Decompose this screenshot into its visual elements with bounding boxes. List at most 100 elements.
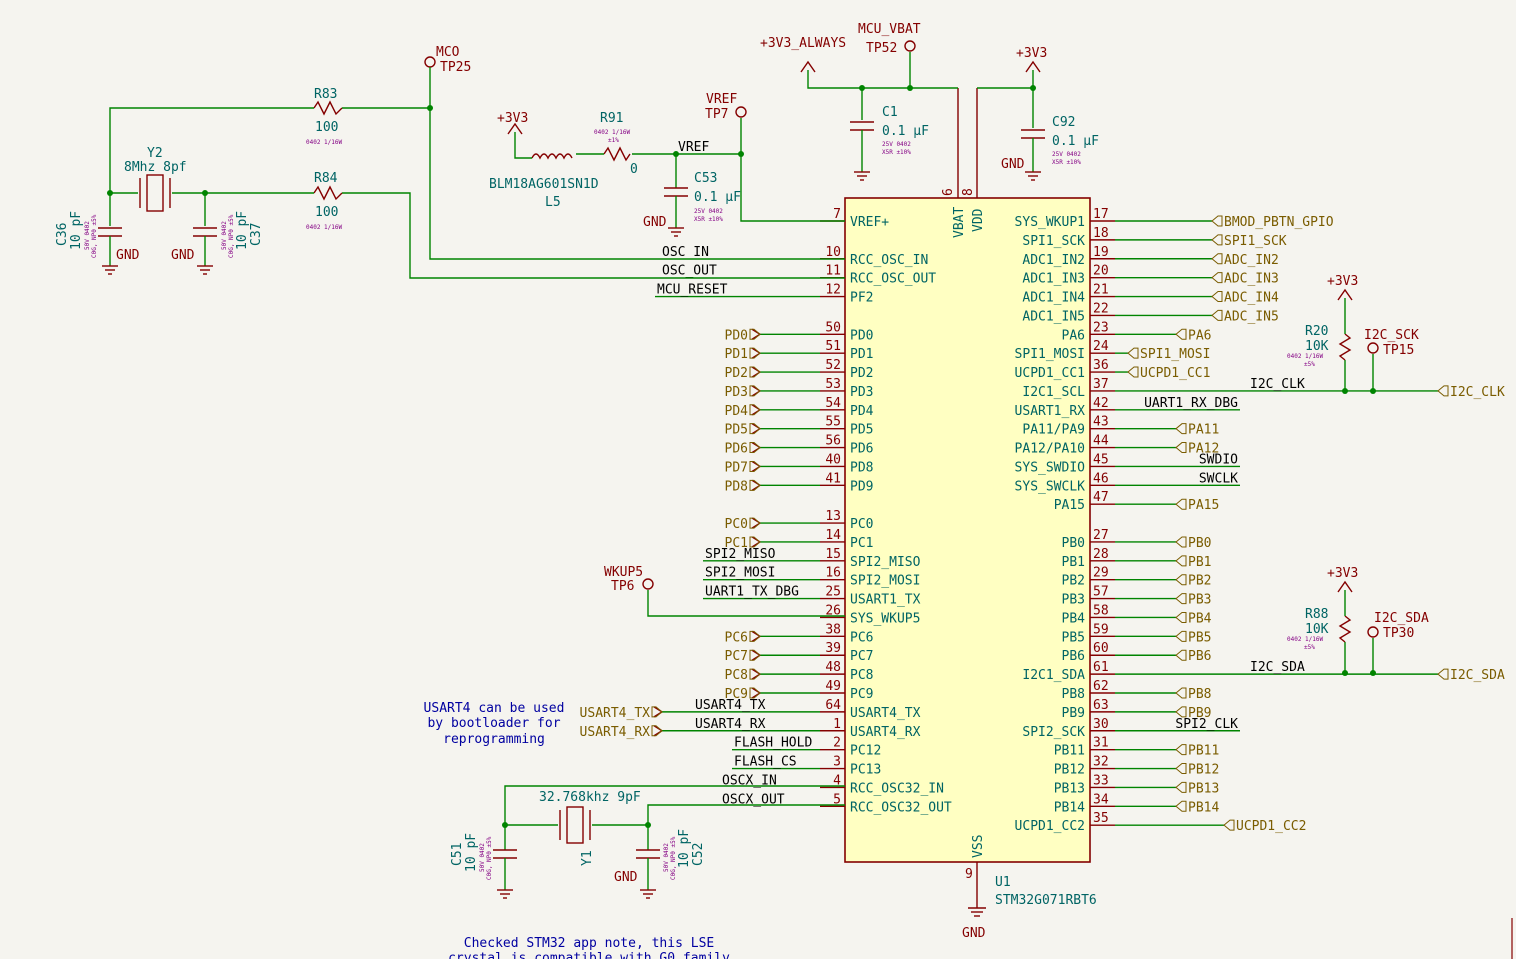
r20-resistor[interactable] [1337,288,1353,391]
r83-resistor[interactable] [313,100,343,116]
vss-pin-label: VSS [971,835,986,858]
c92-capacitor[interactable] [1021,88,1045,181]
tp30-testpoint[interactable] [1367,626,1379,638]
r88-resistor[interactable] [1337,580,1353,673]
c51-capacitor[interactable] [493,825,517,899]
tp7-testpoint[interactable] [735,106,747,118]
global-label: PD5 [725,423,748,438]
tp52-testpoint[interactable] [904,40,916,52]
global-label: PC6 [725,630,748,645]
global-label: USART4_TX [580,706,651,721]
pin-number: 36 [1093,358,1109,373]
usart-note-line2: by bootloader for [427,716,560,731]
left-pins: 7VREF+10RCC_OSC_INOSC_IN11RCC_OSC_OUTOSC… [580,207,952,815]
c1-capacitor[interactable] [850,121,874,181]
mcu-body[interactable] [844,197,1091,863]
pin-number: 33 [1093,773,1109,788]
r91-resistor[interactable] [603,146,631,162]
tp6-ref: TP6 [611,579,634,594]
vbat-pin-label: VBAT [952,207,967,238]
pin-label: PB3 [1062,593,1085,608]
r84-resistor[interactable] [313,185,343,201]
tp25-testpoint[interactable] [424,56,436,68]
net-label: SPI2_CLK [1175,717,1238,732]
c36-capacitor[interactable] [98,193,122,275]
y1-crystal[interactable] [505,806,648,844]
pin-label: UCPD1_CC1 [1015,366,1085,381]
vref-net-label: VREF [678,140,709,155]
l5-inductor[interactable] [531,153,573,160]
c53-capacitor[interactable] [664,154,688,237]
tp6-testpoint[interactable] [642,578,654,590]
c37-diel: C0G, NP0 ±5% [228,214,235,258]
global-label: PB2 [1188,574,1211,589]
c37-capacitor[interactable] [193,193,217,275]
c52-capacitor[interactable] [636,825,660,899]
y2-crystal[interactable] [110,174,205,212]
global-label: UCPD1_CC1 [1140,366,1210,381]
r20-ref: R20 [1305,324,1328,339]
tp15-testpoint[interactable] [1367,342,1379,354]
pin-label: SYS_WKUP5 [850,611,920,626]
